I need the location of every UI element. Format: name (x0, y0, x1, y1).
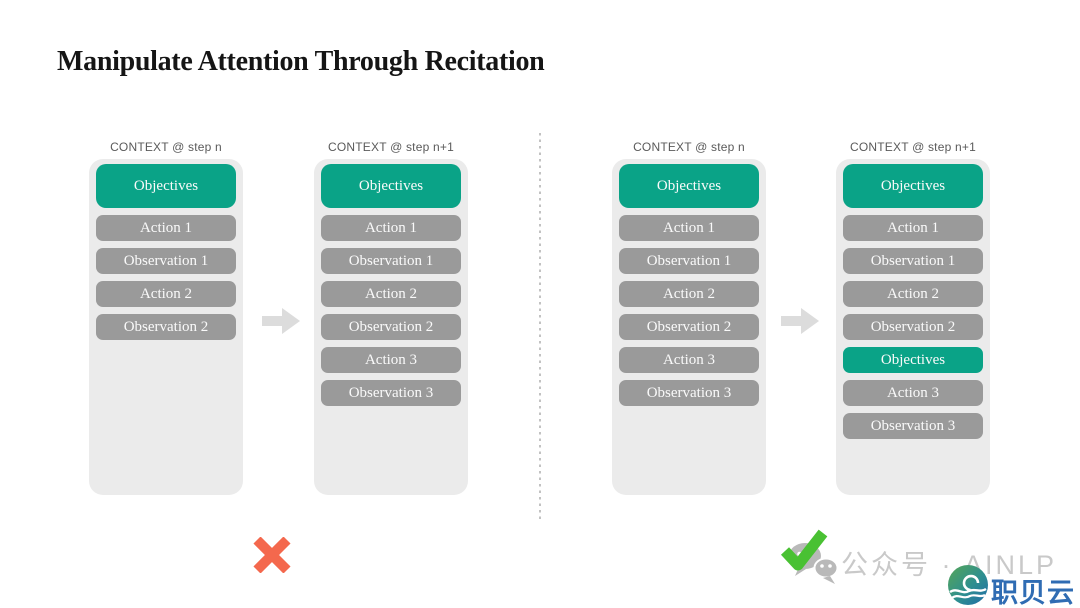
context-box-action: Action 2 (321, 281, 461, 307)
page-title: Manipulate Attention Through Recitation (57, 46, 545, 77)
context-box-action: Action 1 (843, 215, 983, 241)
check-icon (780, 529, 828, 571)
context-box-action: Action 1 (619, 215, 759, 241)
context-box-action: Action 2 (843, 281, 983, 307)
context-box-observation: Observation 3 (843, 413, 983, 439)
arrow-right-icon (262, 308, 300, 334)
context-box-objectives: Objectives (843, 164, 983, 208)
context-column-step-n-left: CONTEXT @ step n Objectives Action 1 Obs… (89, 140, 243, 495)
context-box-observation: Observation 2 (619, 314, 759, 340)
context-column-label: CONTEXT @ step n+1 (850, 140, 976, 154)
context-column-step-n-right: CONTEXT @ step n Objectives Action 1 Obs… (612, 140, 766, 495)
context-panel: Objectives Action 1 Observation 1 Action… (836, 159, 990, 495)
context-box-observation: Observation 1 (96, 248, 236, 274)
context-column-label: CONTEXT @ step n (633, 140, 745, 154)
context-box-action: Action 3 (321, 347, 461, 373)
context-box-action: Action 3 (619, 347, 759, 373)
context-column-label: CONTEXT @ step n+1 (328, 140, 454, 154)
watermark-text: 公众号 · AINLP (841, 550, 1058, 580)
context-panel: Objectives Action 1 Observation 1 Action… (612, 159, 766, 495)
arrow-right-icon (781, 308, 819, 334)
brand-logo-icon (948, 565, 988, 605)
wechat-icon (789, 543, 839, 584)
context-box-objectives: Objectives (619, 164, 759, 208)
section-divider (539, 133, 541, 523)
context-column-step-n1-right: CONTEXT @ step n+1 Objectives Action 1 O… (836, 140, 990, 495)
context-box-objectives: Objectives (96, 164, 236, 208)
context-box-objectives: Objectives (321, 164, 461, 208)
context-box-observation: Observation 2 (321, 314, 461, 340)
context-panel: Objectives Action 1 Observation 1 Action… (314, 159, 468, 495)
context-box-action: Action 2 (96, 281, 236, 307)
context-box-observation: Observation 1 (619, 248, 759, 274)
context-box-observation: Observation 2 (96, 314, 236, 340)
context-box-observation: Observation 3 (619, 380, 759, 406)
context-panel: Objectives Action 1 Observation 1 Action… (89, 159, 243, 495)
context-box-action: Action 2 (619, 281, 759, 307)
context-box-observation: Observation 2 (843, 314, 983, 340)
context-box-observation: Observation 1 (843, 248, 983, 274)
brand-logo-text: 职贝云数 (991, 578, 1075, 608)
context-column-step-n1-left: CONTEXT @ step n+1 Objectives Action 1 O… (314, 140, 468, 495)
context-column-label: CONTEXT @ step n (110, 140, 222, 154)
cross-icon (253, 537, 291, 573)
context-box-action: Action 1 (96, 215, 236, 241)
context-box-action: Action 3 (843, 380, 983, 406)
context-box-action: Action 1 (321, 215, 461, 241)
context-box-observation: Observation 1 (321, 248, 461, 274)
context-box-objectives-recited: Objectives (843, 347, 983, 373)
context-box-observation: Observation 3 (321, 380, 461, 406)
